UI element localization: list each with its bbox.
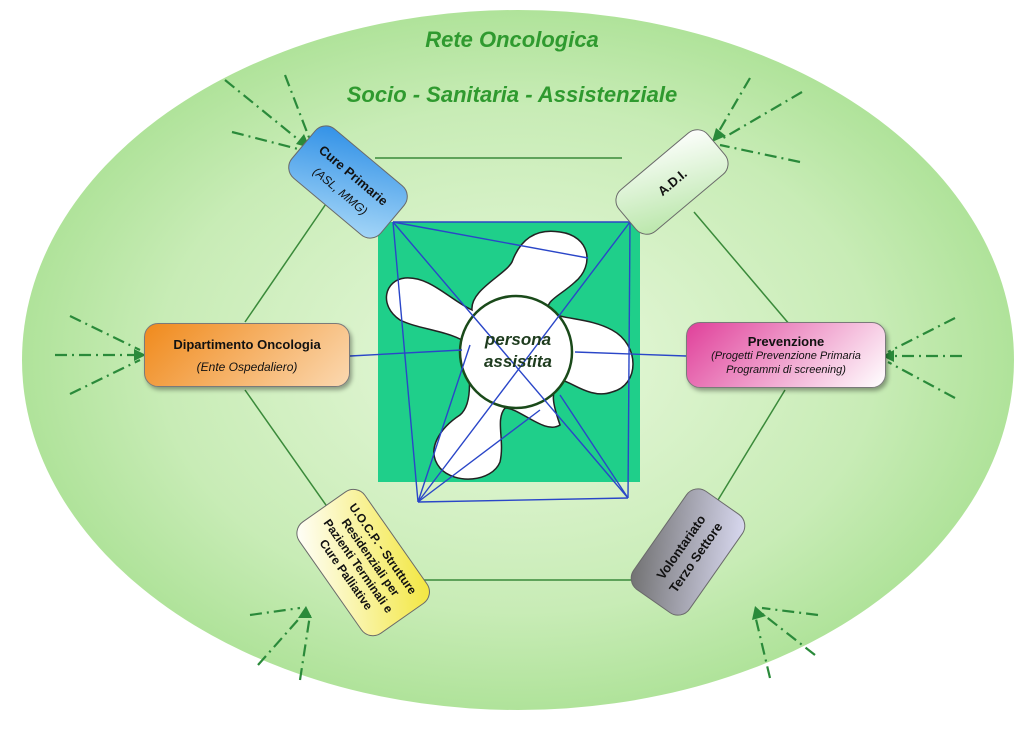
node-adi-box: A.D.I. (615, 129, 729, 235)
center-label-line-1: persona (484, 330, 552, 349)
center-label-line-2: assistita (483, 352, 553, 371)
node-dipartimento-sub: (Ente Ospedaliero) (196, 359, 298, 374)
title-line-1: Rete Oncologica (425, 27, 599, 52)
node-prevenzione-sub2: Programmi di screening) (726, 363, 846, 376)
network-lines (349, 221, 687, 503)
input-arrows (55, 74, 962, 681)
node-prevenzione: Prevenzione (Progetti Prevenzione Primar… (686, 322, 886, 388)
node-dipartimento-oncologia: Dipartimento Oncologia (Ente Ospedaliero… (144, 323, 350, 387)
arrow-heads (134, 128, 894, 620)
node-dipartimento-main: Dipartimento Oncologia (173, 336, 321, 352)
title-line-2: Socio - Sanitaria - Assistenziale (346, 82, 678, 107)
node-prevenzione-main: Prevenzione (747, 333, 825, 349)
node-volontariato-box: Volontariato Terzo Settore (630, 488, 746, 616)
center-circle (458, 294, 574, 410)
node-prevenzione-sub1: (Progetti Prevenzione Primaria (711, 349, 861, 362)
hexagon-outline (244, 157, 791, 581)
